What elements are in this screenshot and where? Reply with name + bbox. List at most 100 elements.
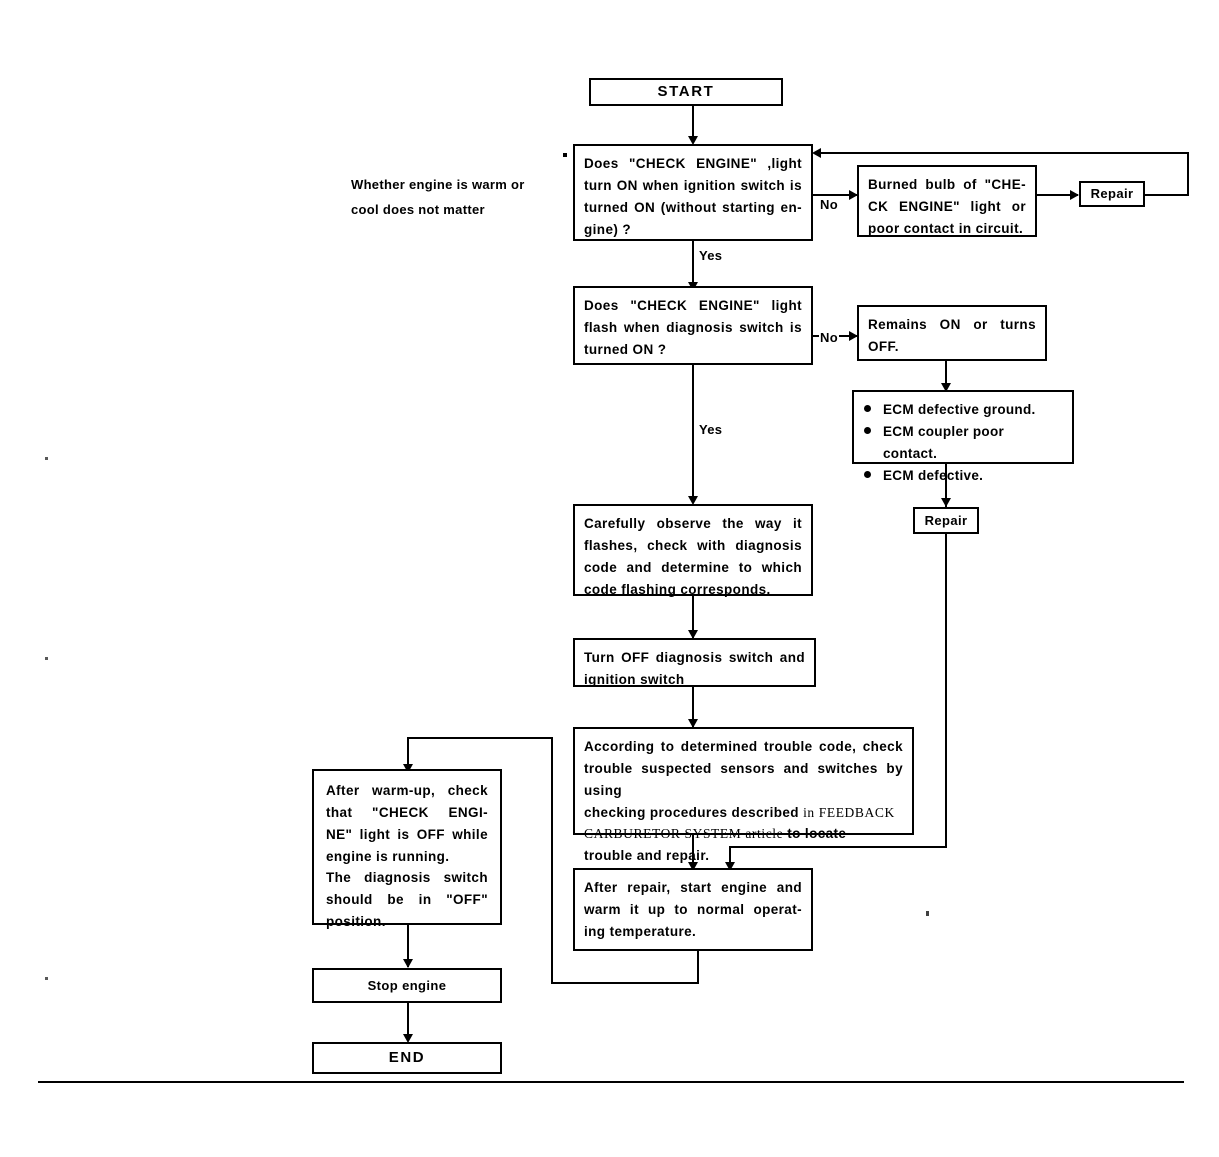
according-line-3: checking procedures described in FEEDBAC… xyxy=(584,802,903,824)
after-warmup-line-3: NE" light is OFF while xyxy=(326,826,488,842)
according-line-3-a: checking procedures described xyxy=(584,804,804,820)
node-according-to-trouble-code[interactable]: According to determined trouble code, ch… xyxy=(573,727,914,863)
node-after-warmup-check[interactable]: After warm-up, check that "CHECK ENGI- N… xyxy=(312,769,502,929)
arrowhead-according-to-afterrepair xyxy=(688,862,698,871)
q1-line-4: gine) ? xyxy=(584,221,632,237)
repair-top-label: Repair xyxy=(1090,186,1134,202)
after-repair-line-1: After repair, start engine and xyxy=(584,880,802,895)
connector-remains-to-ecm xyxy=(945,361,947,391)
connector-warmup-to-stop xyxy=(407,925,409,967)
connector-repair-loop-back xyxy=(820,152,1189,154)
arrowhead-bulb-to-repair xyxy=(1070,190,1079,200)
connector-afterrepair-down xyxy=(697,951,699,984)
node-ecm-fault-list[interactable]: ECM defective ground. ECM coupler poor c… xyxy=(852,390,1074,483)
connector-according-to-afterrepair xyxy=(692,835,694,868)
arrowhead-observe-to-turnoff xyxy=(688,630,698,639)
scan-speck xyxy=(45,657,48,660)
turn-off-line-2: ignition switch xyxy=(584,671,685,687)
node-end[interactable]: END xyxy=(312,1042,502,1074)
connector-afterrepair-to-warmup xyxy=(407,737,553,739)
connector-observe-to-turnoff xyxy=(692,596,694,638)
list-item: ECM coupler poor contact. xyxy=(864,421,1062,465)
connector-turnoff-to-according xyxy=(692,687,694,727)
connector-repair-mid-left xyxy=(729,846,947,848)
node-after-repair-warm-up[interactable]: After repair, start engine and warm it u… xyxy=(573,868,813,951)
note-line-2: cool does not matter xyxy=(351,202,485,218)
according-line-4: CARBURETOR SYSTEM article to locate xyxy=(584,823,903,845)
connector-repair-loop-corner xyxy=(820,152,822,154)
burned-bulb-line-3: poor contact in circuit. xyxy=(868,220,1024,236)
connector-repair-mid-down xyxy=(945,534,947,848)
bullet-dot-icon xyxy=(864,470,871,478)
q1-line-2: turn ON when ignition switch is xyxy=(584,177,802,193)
bullet-dot-icon xyxy=(864,426,871,434)
arrowhead-q2-no xyxy=(849,331,858,341)
burned-bulb-line-2: CK ENGINE" light or xyxy=(868,198,1026,214)
arrowhead-q1-no xyxy=(849,190,858,200)
according-line-5: trouble and repair. xyxy=(584,848,710,864)
node-burned-bulb[interactable]: Burned bulb of "CHE- CK ENGINE" light or… xyxy=(857,165,1037,237)
arrowhead-stop-to-end xyxy=(403,1034,413,1043)
arrowhead-remains-to-ecm xyxy=(941,383,951,392)
connector-q1-yes xyxy=(692,240,694,288)
connector-repair-loop-right xyxy=(1144,194,1189,196)
page-footer-rule xyxy=(38,1081,1184,1083)
q1-line-3: turned ON (without starting en- xyxy=(584,199,802,215)
observe-line-1: Carefully observe the way it xyxy=(584,516,802,531)
node-remains-on-or-turns-off[interactable]: Remains ON or turns OFF. xyxy=(857,305,1047,361)
arrowhead-q2-yes xyxy=(688,496,698,505)
after-warmup-line-7: position. xyxy=(326,914,386,930)
after-repair-line-2: warm it up to normal operat- xyxy=(584,901,802,917)
arrowhead-into-warmup xyxy=(403,764,413,773)
bullet-dot-icon xyxy=(864,405,871,412)
scan-speck xyxy=(926,911,929,916)
connector-q1-no xyxy=(812,194,858,196)
remains-on-line-2: OFF. xyxy=(868,338,899,354)
connector-afterrepair-up xyxy=(551,737,553,984)
scan-speck xyxy=(45,977,48,980)
arrowhead-repair-loop-into-q1 xyxy=(812,148,821,158)
connector-q2-yes xyxy=(692,365,694,503)
ecm-item-1: ECM defective ground. xyxy=(883,402,1036,417)
according-line-2: trouble suspected sensors and switches b… xyxy=(584,760,903,798)
observe-line-2: flashes, check with diagnosis xyxy=(584,537,802,553)
connector-stop-to-end xyxy=(407,1003,409,1041)
node-repair-top[interactable]: Repair xyxy=(1079,181,1145,207)
after-repair-line-3: ing temperature. xyxy=(584,923,697,939)
node-question-check-engine-turns-on[interactable]: Does "CHECK ENGINE" ,light turn ON when … xyxy=(573,144,813,241)
arrowhead-start-to-q1 xyxy=(688,136,698,145)
node-repair-mid[interactable]: Repair xyxy=(913,507,979,534)
q1-line-1: Does "CHECK ENGINE" ,light xyxy=(584,156,802,171)
node-start-label: START xyxy=(657,82,715,100)
q2-line-3: turned ON ? xyxy=(584,341,667,357)
according-line-4-a: CARBURETOR SYSTEM article xyxy=(584,826,788,842)
node-stop-engine[interactable]: Stop engine xyxy=(312,968,502,1003)
remains-on-line-1: Remains ON or turns xyxy=(868,317,1036,332)
scan-speck xyxy=(563,153,567,157)
note-engine-temperature: Whether engine is warm or cool does not … xyxy=(351,172,551,223)
after-warmup-line-6: should be in "OFF" xyxy=(326,892,488,908)
repair-mid-label: Repair xyxy=(924,512,968,528)
scan-speck xyxy=(45,457,48,460)
node-question-check-engine-flashes[interactable]: Does "CHECK ENGINE" light flash when dia… xyxy=(573,286,813,365)
list-item: ECM defective ground. xyxy=(864,399,1062,421)
node-start[interactable]: START xyxy=(589,78,783,106)
connector-afterrepair-left xyxy=(551,982,699,984)
q2-line-1: Does "CHECK ENGINE" light xyxy=(584,298,802,313)
connector-repair-loop-up xyxy=(1187,152,1189,196)
list-item: ECM defective. xyxy=(864,465,1062,487)
arrowhead-turnoff-to-according xyxy=(688,719,698,728)
node-turn-off-switches[interactable]: Turn OFF diagnosis switch and ignition s… xyxy=(573,638,816,687)
arrowhead-repair-mid-into-afterrepair xyxy=(725,862,735,871)
node-observe-flash-pattern[interactable]: Carefully observe the way it flashes, ch… xyxy=(573,504,813,597)
edge-label-no-1: No xyxy=(819,197,839,212)
edge-label-yes-2: Yes xyxy=(698,422,724,437)
turn-off-line-1: Turn OFF diagnosis switch and xyxy=(584,650,805,665)
connector-into-warmup xyxy=(407,737,409,769)
after-warmup-line-2: that "CHECK ENGI- xyxy=(326,804,488,820)
connector-ecm-to-repair xyxy=(945,464,947,509)
end-label: END xyxy=(388,1048,426,1066)
arrowhead-ecm-to-repair xyxy=(941,498,951,507)
edge-label-yes-1: Yes xyxy=(698,248,724,263)
